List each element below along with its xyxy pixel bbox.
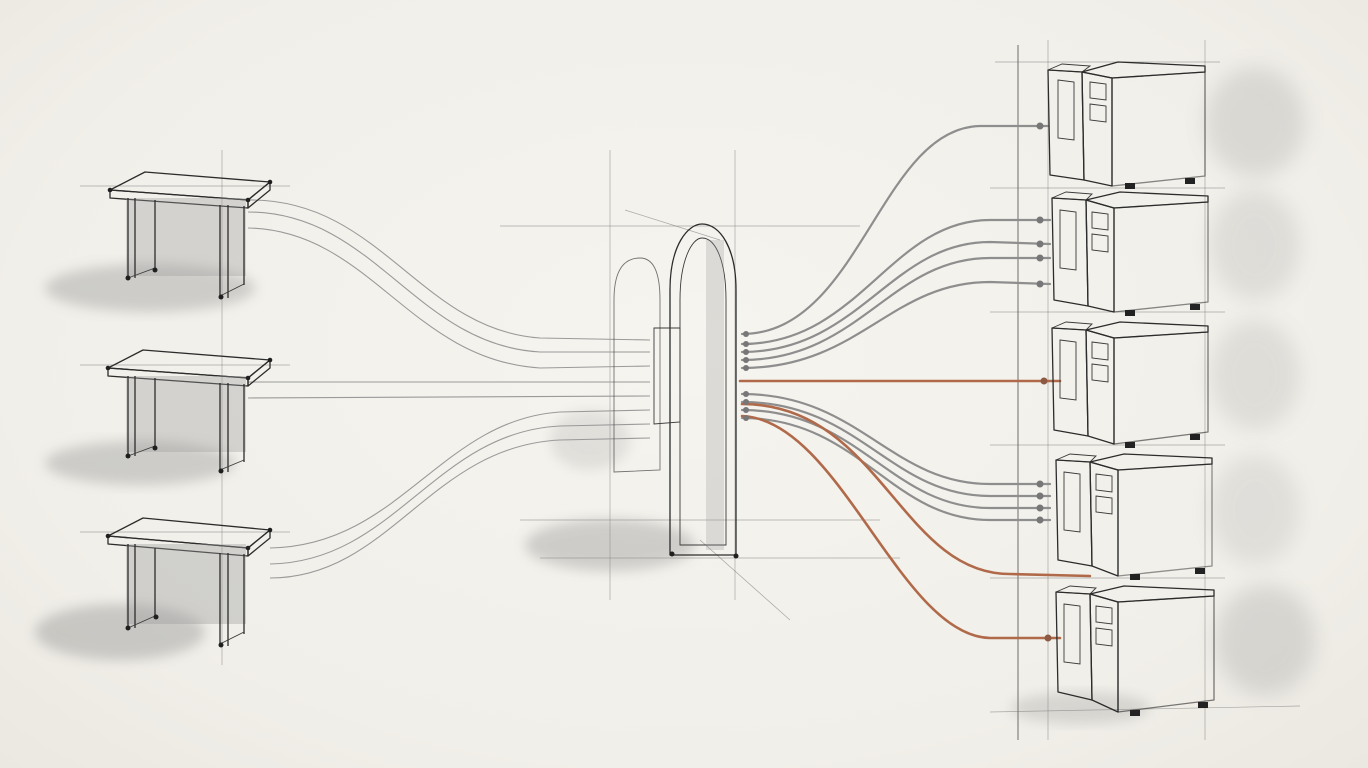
server-1 xyxy=(1047,61,1206,189)
desk-to-gateway-links xyxy=(247,199,651,579)
desk-icon xyxy=(105,517,273,648)
server-cabinet-icon xyxy=(1055,585,1215,716)
desk-2 xyxy=(105,349,273,474)
desk-icon xyxy=(105,349,273,474)
server-cabinet-icon xyxy=(1047,61,1206,189)
server-cabinet-icon xyxy=(1055,453,1213,580)
workstation-desks xyxy=(105,171,273,648)
server-2 xyxy=(1051,191,1209,316)
watercolor-shadows xyxy=(35,67,1315,724)
arch-gateway xyxy=(613,223,739,559)
construction-lines xyxy=(80,40,1301,740)
arch-gateway-icon xyxy=(613,223,739,559)
server-3 xyxy=(1051,321,1209,448)
server-cabinets xyxy=(1047,61,1215,716)
server-5 xyxy=(1055,585,1215,716)
connector-plugs xyxy=(743,122,1052,642)
desk-icon xyxy=(107,171,273,300)
server-4 xyxy=(1055,453,1213,580)
server-cabinet-icon xyxy=(1051,191,1209,316)
desk-1 xyxy=(107,171,273,300)
server-cabinet-icon xyxy=(1051,321,1209,448)
gateway-to-server-links xyxy=(738,122,1092,642)
desk-3 xyxy=(105,517,273,648)
